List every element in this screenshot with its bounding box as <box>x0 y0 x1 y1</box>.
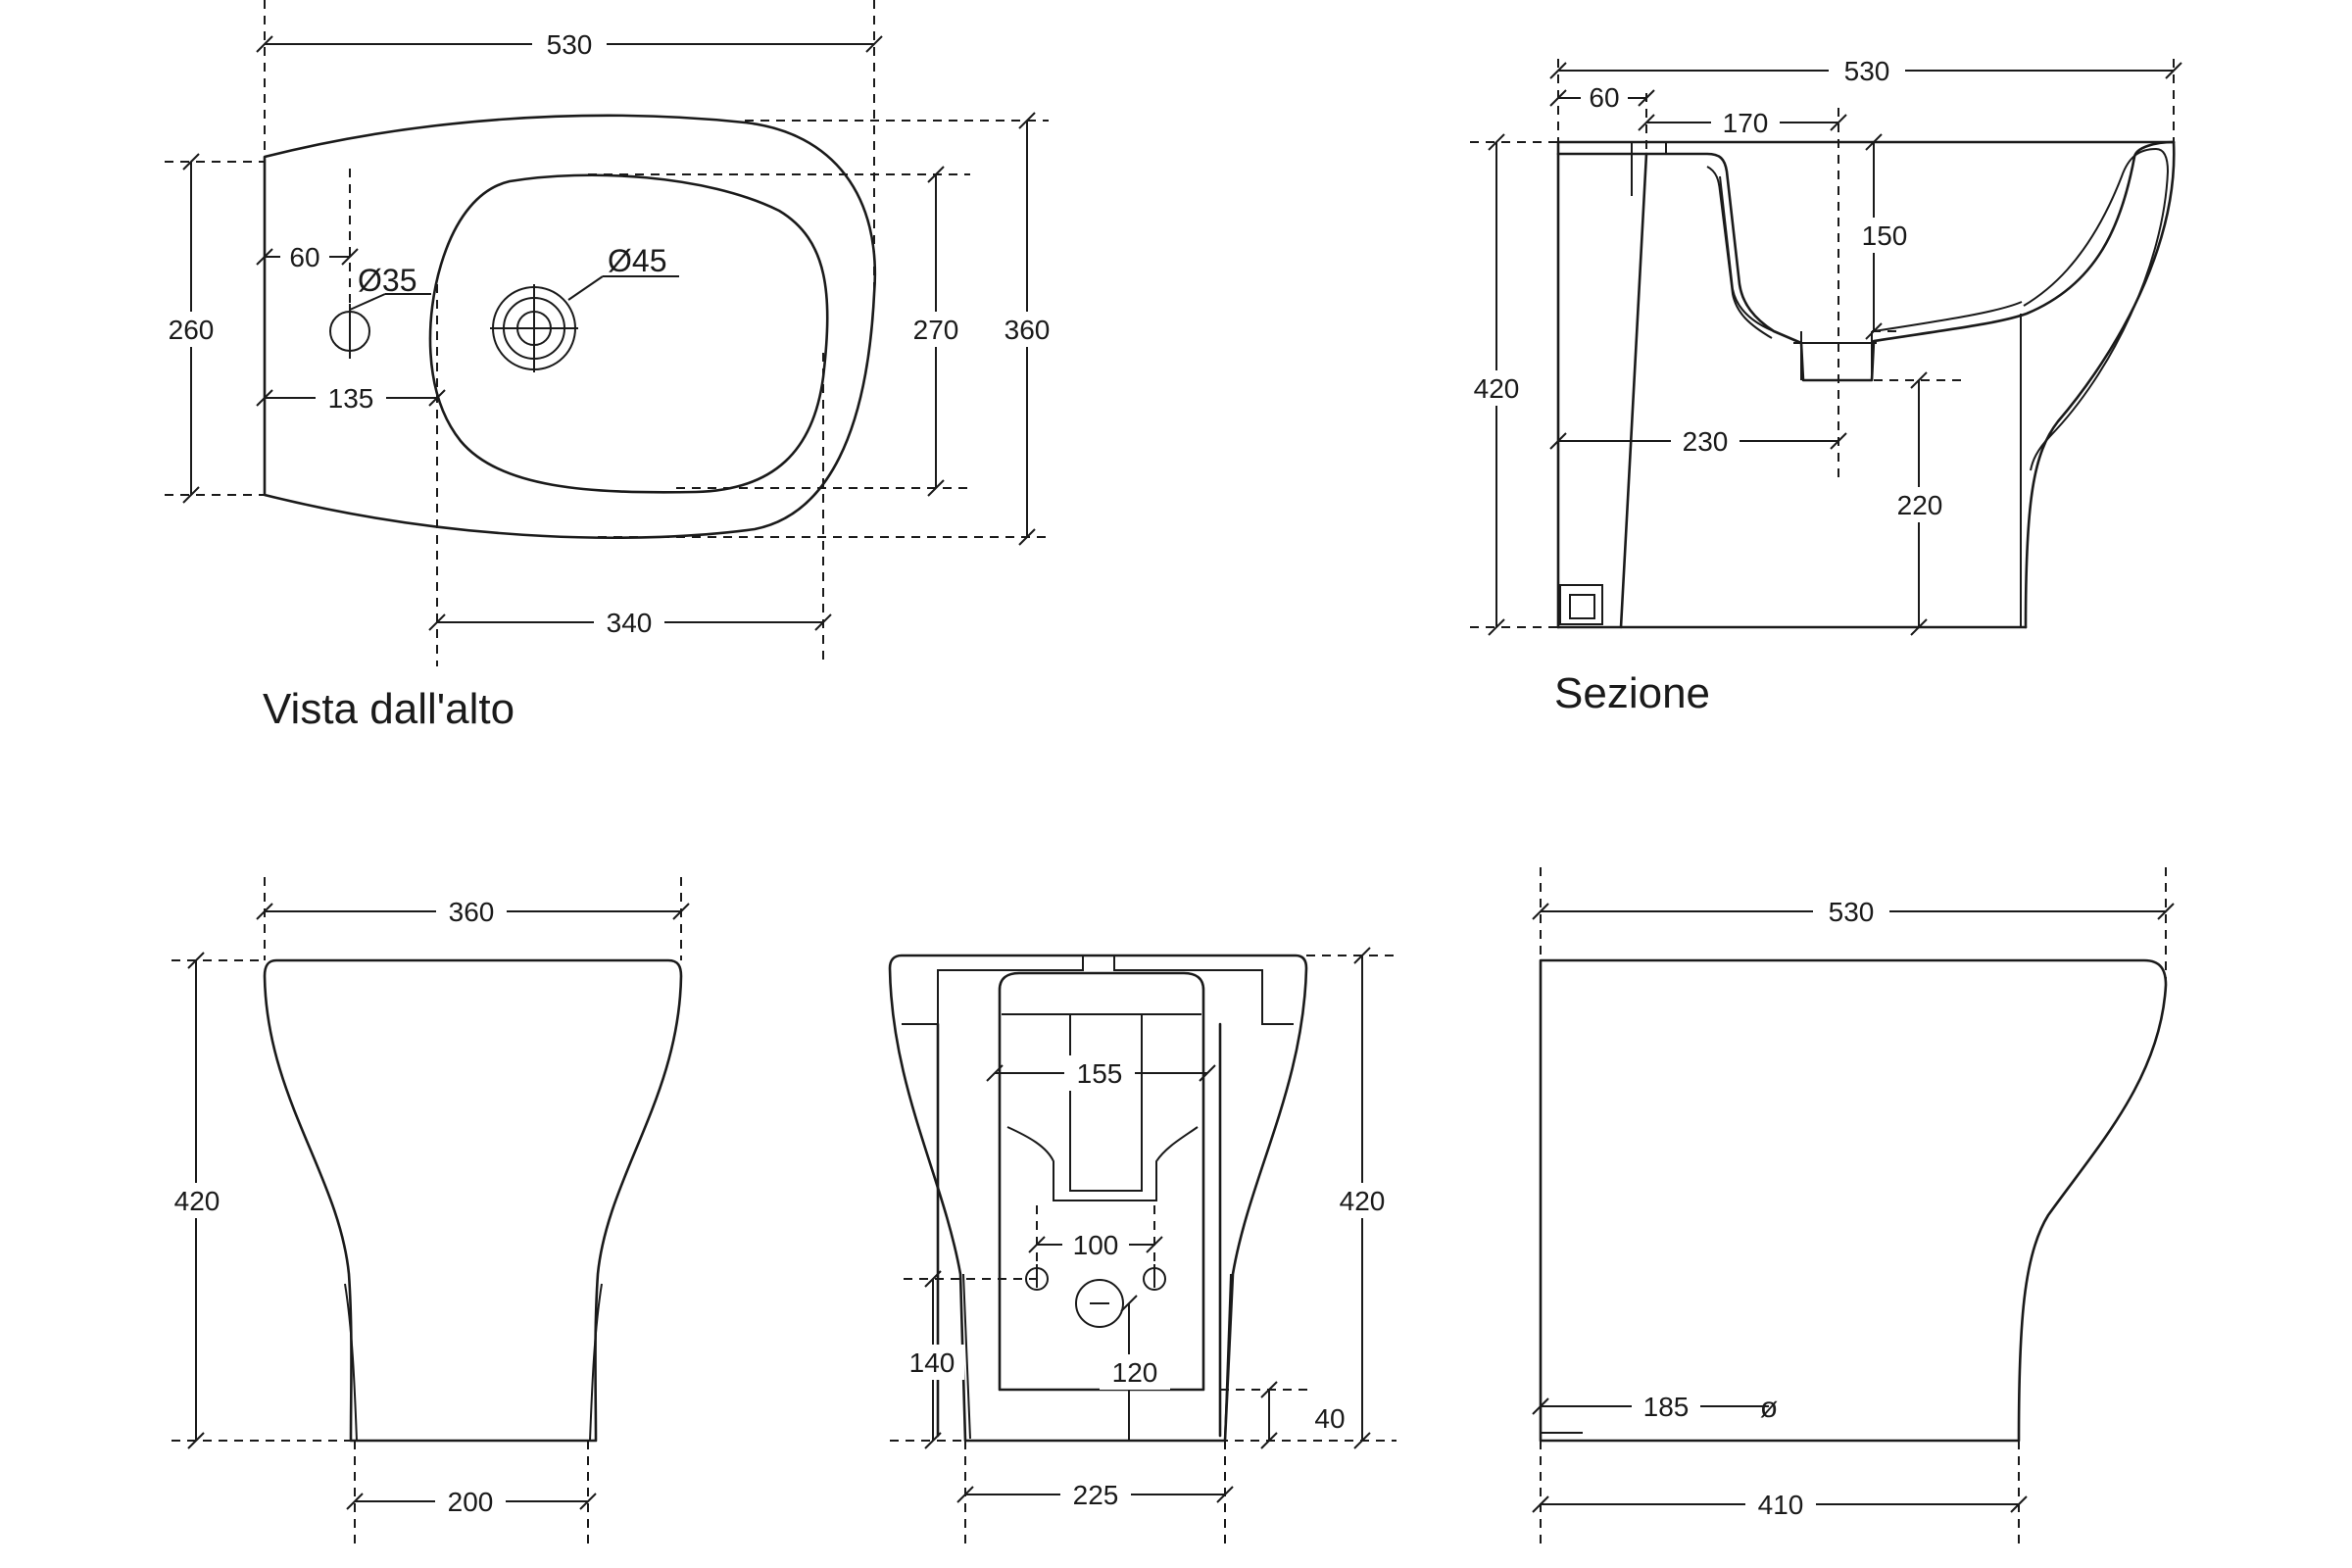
rear-extension-lines <box>890 955 1396 1548</box>
side-view: 530 185 ø 410 <box>1532 867 2175 1548</box>
rear-opening-width-label: 155 <box>1077 1058 1123 1089</box>
side-labels: 530 185 ø 410 <box>1632 894 1889 1522</box>
rear-pipe-height-label: 140 <box>909 1348 956 1378</box>
rear-dimension-lines <box>924 947 1371 1503</box>
section-view-title: Sezione <box>1554 669 1710 717</box>
side-base-width-label: 410 <box>1758 1490 1804 1520</box>
hole-small-diameter-label: Ø35 <box>358 263 416 298</box>
top-depth-label: 260 <box>169 315 215 345</box>
rear-base-width-label: 225 <box>1073 1480 1119 1510</box>
top-view-outline <box>263 114 877 540</box>
section-inner-label: 170 <box>1723 108 1769 138</box>
front-view: 360 420 200 <box>165 877 690 1548</box>
section-extension-lines <box>1470 59 2175 628</box>
section-labels: 530 60 170 150 420 230 220 Sezione <box>1462 53 1950 717</box>
side-fixing-position-label: 185 <box>1643 1392 1690 1422</box>
rear-pipe-fittings <box>1025 1264 1166 1328</box>
rear-pipe-spacing-label: 100 <box>1073 1230 1119 1260</box>
top-bowl-depth-label: 270 <box>913 315 959 345</box>
front-width-label: 360 <box>449 897 495 927</box>
section-outline <box>1556 140 2176 629</box>
top-total-depth-label: 360 <box>1004 315 1051 345</box>
rear-drain-height-label: 120 <box>1112 1357 1158 1388</box>
section-height-label: 420 <box>1474 373 1520 404</box>
top-hole-position-label: 135 <box>328 383 374 414</box>
front-base-width-label: 200 <box>448 1487 494 1517</box>
top-view-title: Vista dall'alto <box>263 685 514 733</box>
top-width-label: 530 <box>547 29 593 60</box>
rear-height-label: 420 <box>1340 1186 1386 1216</box>
top-view-extension-lines <box>165 0 1049 666</box>
side-fixing-symbol: ø <box>1760 1392 1778 1424</box>
front-height-label: 420 <box>174 1186 220 1216</box>
front-outline <box>263 958 683 1443</box>
drain-hole-large <box>490 275 679 372</box>
rear-view: 155 100 140 120 40 420 225 <box>888 947 1396 1548</box>
section-view: 530 60 170 150 420 230 220 Sezione <box>1462 53 2182 717</box>
top-hole-offset-label: 60 <box>289 242 319 272</box>
section-drain-height-label: 220 <box>1897 490 1943 520</box>
top-view-labels: 530 260 270 360 60 135 340 Ø35 Ø45 Vista… <box>157 26 1062 733</box>
side-extension-lines <box>1540 867 2167 1548</box>
section-dimension-lines <box>1488 62 2182 636</box>
front-extension-lines <box>172 877 682 1548</box>
side-outline <box>1539 958 2168 1443</box>
top-bowl-width-label: 340 <box>607 608 653 638</box>
section-bowl-depth-label: 150 <box>1862 220 1908 251</box>
section-wall-label: 60 <box>1589 82 1619 113</box>
rear-base-height-label: 40 <box>1314 1403 1345 1434</box>
rear-labels: 155 100 140 120 40 420 225 <box>900 1055 1396 1512</box>
front-labels: 360 420 200 <box>165 894 507 1519</box>
tap-hole-small <box>329 293 431 359</box>
section-drain-position-label: 230 <box>1683 426 1729 457</box>
hole-large-diameter-label: Ø45 <box>608 243 666 278</box>
side-width-label: 530 <box>1829 897 1875 927</box>
top-view: 530 260 270 360 60 135 340 Ø35 Ø45 Vista… <box>157 0 1062 733</box>
side-dimension-lines <box>1532 903 2175 1513</box>
section-width-label: 530 <box>1844 56 1890 86</box>
